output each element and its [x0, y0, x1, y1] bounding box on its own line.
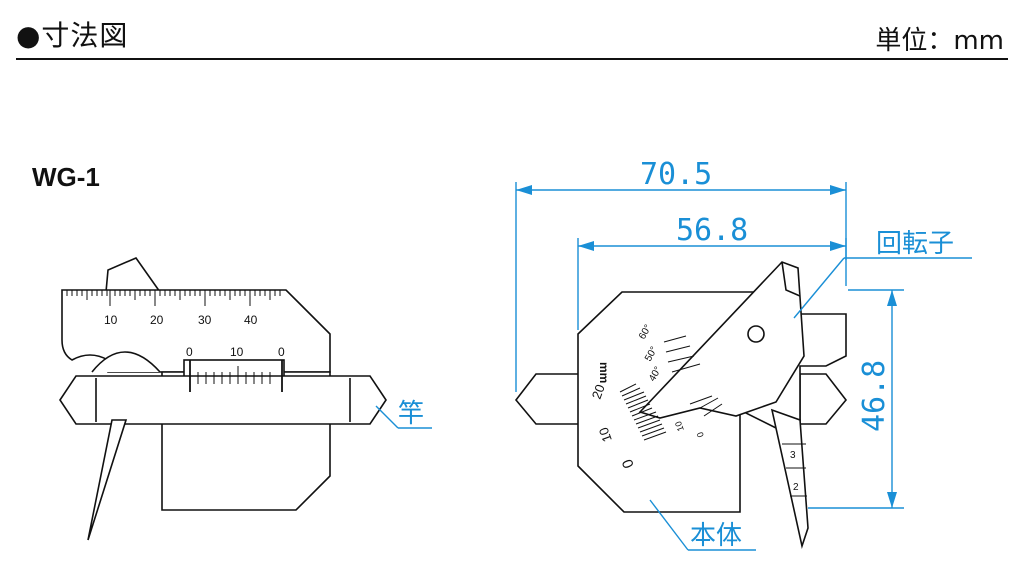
- rotor-pivot: [747, 325, 765, 343]
- dimension-overall-width-value: 70.5: [640, 157, 712, 192]
- rod-right-end: [799, 373, 848, 425]
- rotor-label: 回転子: [876, 229, 954, 259]
- page-header: ●寸法図 単位：mm: [16, 10, 1008, 60]
- step-tick-label: 2: [793, 482, 799, 493]
- vernier-tick-label: 0: [186, 345, 193, 359]
- upper-tick-label: 10: [104, 313, 118, 327]
- mm-scale-comb: [619, 383, 667, 441]
- upper-scale-ticks: [61, 290, 281, 306]
- upper-tick-label: 20: [150, 313, 164, 327]
- rotor-arm: [638, 261, 805, 419]
- arc-segment: [91, 351, 161, 373]
- rotor-callout: 回転子: [793, 229, 972, 319]
- mm-unit-label: mm: [597, 362, 611, 383]
- dimension-height: [808, 289, 904, 509]
- angle-scale-lines: [663, 335, 723, 417]
- rotor-tip: [781, 261, 801, 297]
- mm-tick-label: 10: [596, 425, 615, 444]
- rod-label: 竿: [398, 399, 424, 429]
- page-title: ●寸法図: [16, 19, 129, 52]
- dimension-body-width: [577, 238, 847, 330]
- vernier-scale-ticks: [189, 360, 283, 392]
- small-tick-label: 10: [673, 420, 686, 433]
- body-callout: 本体: [649, 499, 756, 551]
- rod-left-end: [514, 373, 583, 425]
- upper-tick-label: 40: [244, 313, 258, 327]
- body-label: 本体: [690, 521, 742, 551]
- front-view: [514, 261, 848, 550]
- mm-tick-label: 20: [589, 382, 608, 401]
- step-blade: [770, 408, 809, 550]
- vernier-tick-label: 10: [230, 345, 244, 359]
- pointer-blade: [87, 419, 128, 541]
- vernier-tick-label: 0: [278, 345, 285, 359]
- unit-label: 単位：mm: [875, 26, 1004, 56]
- step-tick-label: 3: [790, 450, 796, 461]
- small-tick-label: 0: [695, 431, 706, 439]
- dimension-overall-width: [515, 182, 847, 392]
- dimension-height-value: 46.8: [857, 360, 892, 432]
- rod: [59, 375, 387, 425]
- rod-callout: 竿: [375, 399, 432, 429]
- dimension-body-width-value: 56.8: [676, 213, 748, 248]
- upper-tick-label: 30: [198, 313, 212, 327]
- side-view-labels: 10 20 30 40 0 10 0: [104, 313, 285, 359]
- upper-tab: [105, 257, 161, 293]
- model-label: WG-1: [32, 162, 100, 192]
- side-view: [59, 257, 387, 541]
